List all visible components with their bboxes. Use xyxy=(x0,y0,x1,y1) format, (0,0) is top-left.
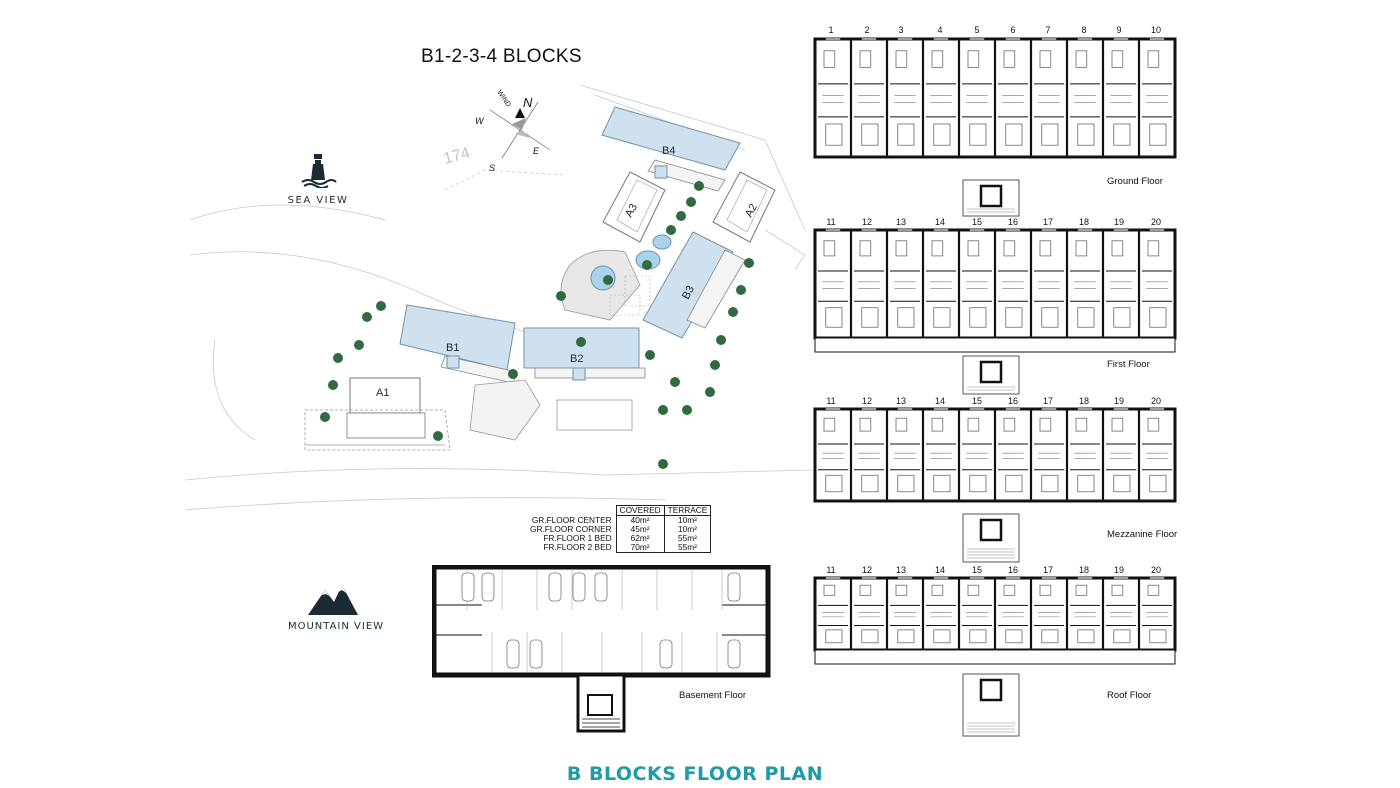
unit-cell xyxy=(1101,229,1136,338)
compass-s: S xyxy=(489,163,495,173)
block-b4-label: B4 xyxy=(662,145,675,157)
unit-cell xyxy=(1137,408,1172,501)
compass-rose xyxy=(489,101,551,159)
unit-cell xyxy=(993,408,1028,501)
basement-floor-label: Basement Floor xyxy=(679,690,747,701)
first-floor-plan xyxy=(813,228,1177,395)
unit-cell xyxy=(957,408,992,501)
block-a1-label: A1 xyxy=(376,387,389,399)
unit-cell xyxy=(1065,38,1100,157)
unit-cell xyxy=(1101,577,1136,650)
unit-cell xyxy=(993,577,1028,650)
compass-wind: WIND xyxy=(495,89,511,108)
unit-cell xyxy=(1065,229,1100,338)
table-row: FR.FLOOR 1 BED 62m² 55m² xyxy=(527,534,712,543)
palm-trees xyxy=(320,181,754,469)
unit-cell xyxy=(921,408,956,501)
mountain-icon xyxy=(308,585,358,615)
unit-cell xyxy=(1029,229,1064,338)
block-b2: B2 xyxy=(523,327,646,381)
unit-cell xyxy=(993,229,1028,338)
unit-cell xyxy=(957,38,992,157)
unit-cell xyxy=(957,229,992,338)
unit-cell xyxy=(885,229,920,338)
mountain-view-label: MOUNTAIN VIEW xyxy=(287,621,385,632)
block-a2: A2 xyxy=(712,171,776,243)
unit-cell xyxy=(849,408,884,501)
compass-e: E xyxy=(533,146,540,156)
roof-floor-label: Roof Floor xyxy=(1107,690,1152,701)
block-b3: B3 xyxy=(642,231,746,339)
block-a3-label: A3 xyxy=(623,202,640,220)
table-row: FR.FLOOR 2 BED 70m² 55m² xyxy=(527,543,712,553)
sea-view-badge: SEA VIEW xyxy=(280,152,356,206)
unit-cell xyxy=(1029,38,1064,157)
unit-cell xyxy=(1029,577,1064,650)
page-title: B1-2-3-4 BLOCKS xyxy=(421,46,582,67)
block-a1: A1 xyxy=(346,377,426,439)
block-b1-label: B1 xyxy=(446,342,459,354)
unit-cell xyxy=(1137,38,1172,157)
unit-cell xyxy=(818,577,848,644)
unit-cell xyxy=(818,229,848,328)
ground-floor-plan xyxy=(813,37,1177,217)
unit-cell xyxy=(1137,229,1172,338)
unit-cell xyxy=(849,229,884,338)
unit-cell xyxy=(957,577,992,650)
block-b3-label: B3 xyxy=(680,284,697,302)
compass-n: N xyxy=(523,95,533,110)
ground-floor-label: Ground Floor xyxy=(1107,176,1163,187)
compass-w: W xyxy=(475,116,485,126)
lot-number: 174 xyxy=(442,145,472,168)
unit-cell xyxy=(1065,408,1100,501)
unit-cell xyxy=(1065,577,1100,650)
block-b2-label: B2 xyxy=(570,353,583,365)
sea-view-label: SEA VIEW xyxy=(287,195,349,206)
site-contour-lines xyxy=(185,84,815,511)
unit-cell xyxy=(849,38,884,157)
block-b1: B1 xyxy=(399,304,518,384)
unit-cell xyxy=(849,577,884,650)
mountain-view-badge: MOUNTAIN VIEW xyxy=(278,582,394,632)
block-a2-label: A2 xyxy=(743,202,760,220)
unit-cell xyxy=(1029,408,1064,501)
mezzanine-floor-label: Mezzanine Floor xyxy=(1107,529,1178,540)
unit-cell xyxy=(885,577,920,650)
unit-cell xyxy=(818,408,848,493)
site-plan: N W E S WIND 174 B4 A3 A2 B3 xyxy=(185,84,815,511)
unit-cell xyxy=(1137,577,1172,650)
area-header-covered: COVERED xyxy=(615,505,665,516)
area-table: COVERED TERRACE GR.FLOOR CENTER 40m² 10m… xyxy=(527,505,712,553)
first-floor-label: First Floor xyxy=(1107,359,1150,370)
table-row: GR.FLOOR CORNER 45m² 10m² xyxy=(527,525,712,534)
unit-cell xyxy=(1101,38,1136,157)
area-header-terrace: TERRACE xyxy=(663,505,712,516)
lighthouse-icon xyxy=(301,154,337,189)
unit-cell xyxy=(885,38,920,157)
unit-cell xyxy=(921,38,956,157)
table-row: GR.FLOOR CENTER 40m² 10m² xyxy=(527,515,712,525)
unit-cell xyxy=(885,408,920,501)
block-b4: B4 xyxy=(601,106,741,192)
block-a3: A3 xyxy=(602,171,666,243)
unit-cell xyxy=(921,229,956,338)
parked-cars xyxy=(461,572,741,669)
basement-plan xyxy=(432,565,771,733)
unit-cell xyxy=(921,577,956,650)
roof-floor-plan xyxy=(813,576,1177,737)
unit-cell xyxy=(818,38,848,146)
unit-cell xyxy=(993,38,1028,157)
mezzanine-floor-plan xyxy=(813,407,1177,563)
unit-cell xyxy=(1101,408,1136,501)
footer-title: B BLOCKS FLOOR PLAN xyxy=(566,763,824,785)
